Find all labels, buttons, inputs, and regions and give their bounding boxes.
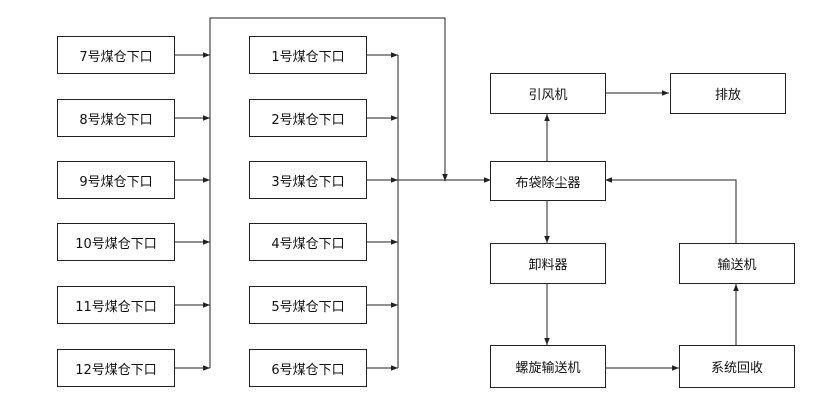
coal-bin-2-outlet: 2号煤仓下口 bbox=[249, 99, 367, 137]
coal-bin-4-outlet: 4号煤仓下口 bbox=[249, 223, 367, 261]
coal-bin-8-outlet: 8号煤仓下口 bbox=[57, 99, 175, 137]
conveyor-return-line bbox=[605, 179, 737, 243]
coal-bin-1-outlet: 1号煤仓下口 bbox=[249, 36, 367, 74]
left-bus-line bbox=[209, 17, 446, 368]
bag-filter: 布袋除尘器 bbox=[490, 161, 606, 201]
induced-draft-fan: 引风机 bbox=[490, 73, 606, 114]
conveyor: 输送机 bbox=[679, 243, 795, 284]
coal-bin-9-outlet: 9号煤仓下口 bbox=[57, 161, 175, 199]
unloader: 卸料器 bbox=[490, 243, 606, 284]
coal-bin-11-outlet: 11号煤仓下口 bbox=[57, 286, 175, 324]
screw-conveyor: 螺旋输送机 bbox=[490, 345, 606, 388]
system-recovery: 系统回收 bbox=[679, 345, 795, 388]
coal-bin-12-outlet: 12号煤仓下口 bbox=[57, 349, 175, 387]
coal-bin-10-outlet: 10号煤仓下口 bbox=[57, 223, 175, 261]
coal-bin-7-outlet: 7号煤仓下口 bbox=[57, 36, 175, 74]
coal-bin-6-outlet: 6号煤仓下口 bbox=[249, 349, 367, 387]
coal-bin-5-outlet: 5号煤仓下口 bbox=[249, 286, 367, 324]
coal-bin-3-outlet: 3号煤仓下口 bbox=[249, 161, 367, 199]
exhaust: 排放 bbox=[670, 73, 786, 114]
